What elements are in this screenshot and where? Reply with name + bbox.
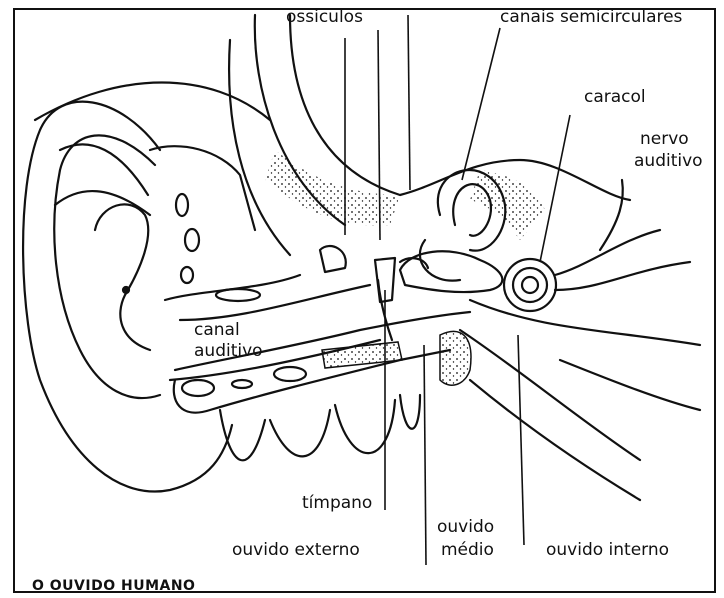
jaw-lobe-4 xyxy=(400,395,420,429)
antihelix-2 xyxy=(55,191,150,215)
leader-ossiculos-3 xyxy=(408,15,410,190)
pinna-inner-fold xyxy=(54,135,160,398)
leader-canais xyxy=(462,28,500,180)
label-caracol: caracol xyxy=(584,88,646,108)
lower-slot-1 xyxy=(182,380,214,396)
head-contour-top xyxy=(35,83,270,121)
label-ouvido-medio-1: ouvido xyxy=(437,518,494,538)
cochlea-outer xyxy=(504,259,556,311)
label-ouvido-medio-2: médio xyxy=(441,541,494,561)
jaw-lobe-3 xyxy=(335,400,395,453)
lower-slot-3 xyxy=(274,367,306,381)
cartilage-upper xyxy=(165,275,300,300)
semicircular-canal-3 xyxy=(420,240,460,281)
cartilage-slot-2 xyxy=(185,229,199,251)
label-canais-semicirculares: canais semicirculares xyxy=(500,8,682,28)
helix-curl xyxy=(95,204,150,350)
cartilage-slot-1 xyxy=(176,194,188,216)
leader-caracol xyxy=(540,115,570,262)
dotted-canal xyxy=(322,342,402,368)
ossicle-incus xyxy=(320,246,346,272)
cartilage-slot-4 xyxy=(216,289,260,301)
inner-bone-edge xyxy=(470,300,700,345)
label-auditivo-nervo: auditivo xyxy=(634,152,703,172)
cochlea-mid xyxy=(513,268,547,302)
label-ossiculos: ossiculos xyxy=(286,8,363,28)
inner-bone-edge-2 xyxy=(560,360,700,410)
ear-canal-top xyxy=(180,285,370,320)
label-timpano: tímpano xyxy=(302,494,372,514)
label-ouvido-externo: ouvido externo xyxy=(232,541,360,561)
pinna-dot xyxy=(123,287,129,293)
jaw-lobe-1 xyxy=(220,410,265,460)
dotted-middle xyxy=(440,331,471,385)
antihelix xyxy=(60,144,148,195)
leader-ouvido-interno xyxy=(518,335,524,545)
dotted-petrous xyxy=(470,170,545,240)
cochlea-inner xyxy=(522,277,538,293)
label-ouvido-interno: ouvido interno xyxy=(546,541,669,561)
label-canal-auditivo: auditivo xyxy=(194,342,263,362)
pinna-outline xyxy=(23,102,232,492)
label-nervo: nervo xyxy=(640,130,689,150)
cartilage-slot-3 xyxy=(181,267,193,283)
jaw-lobe-2 xyxy=(270,410,330,456)
label-canal: canal xyxy=(194,321,240,341)
leader-ouvido-medio xyxy=(424,345,426,565)
diagram-caption: O OUVIDO HUMANO xyxy=(32,578,195,594)
lower-slot-2 xyxy=(232,380,252,388)
